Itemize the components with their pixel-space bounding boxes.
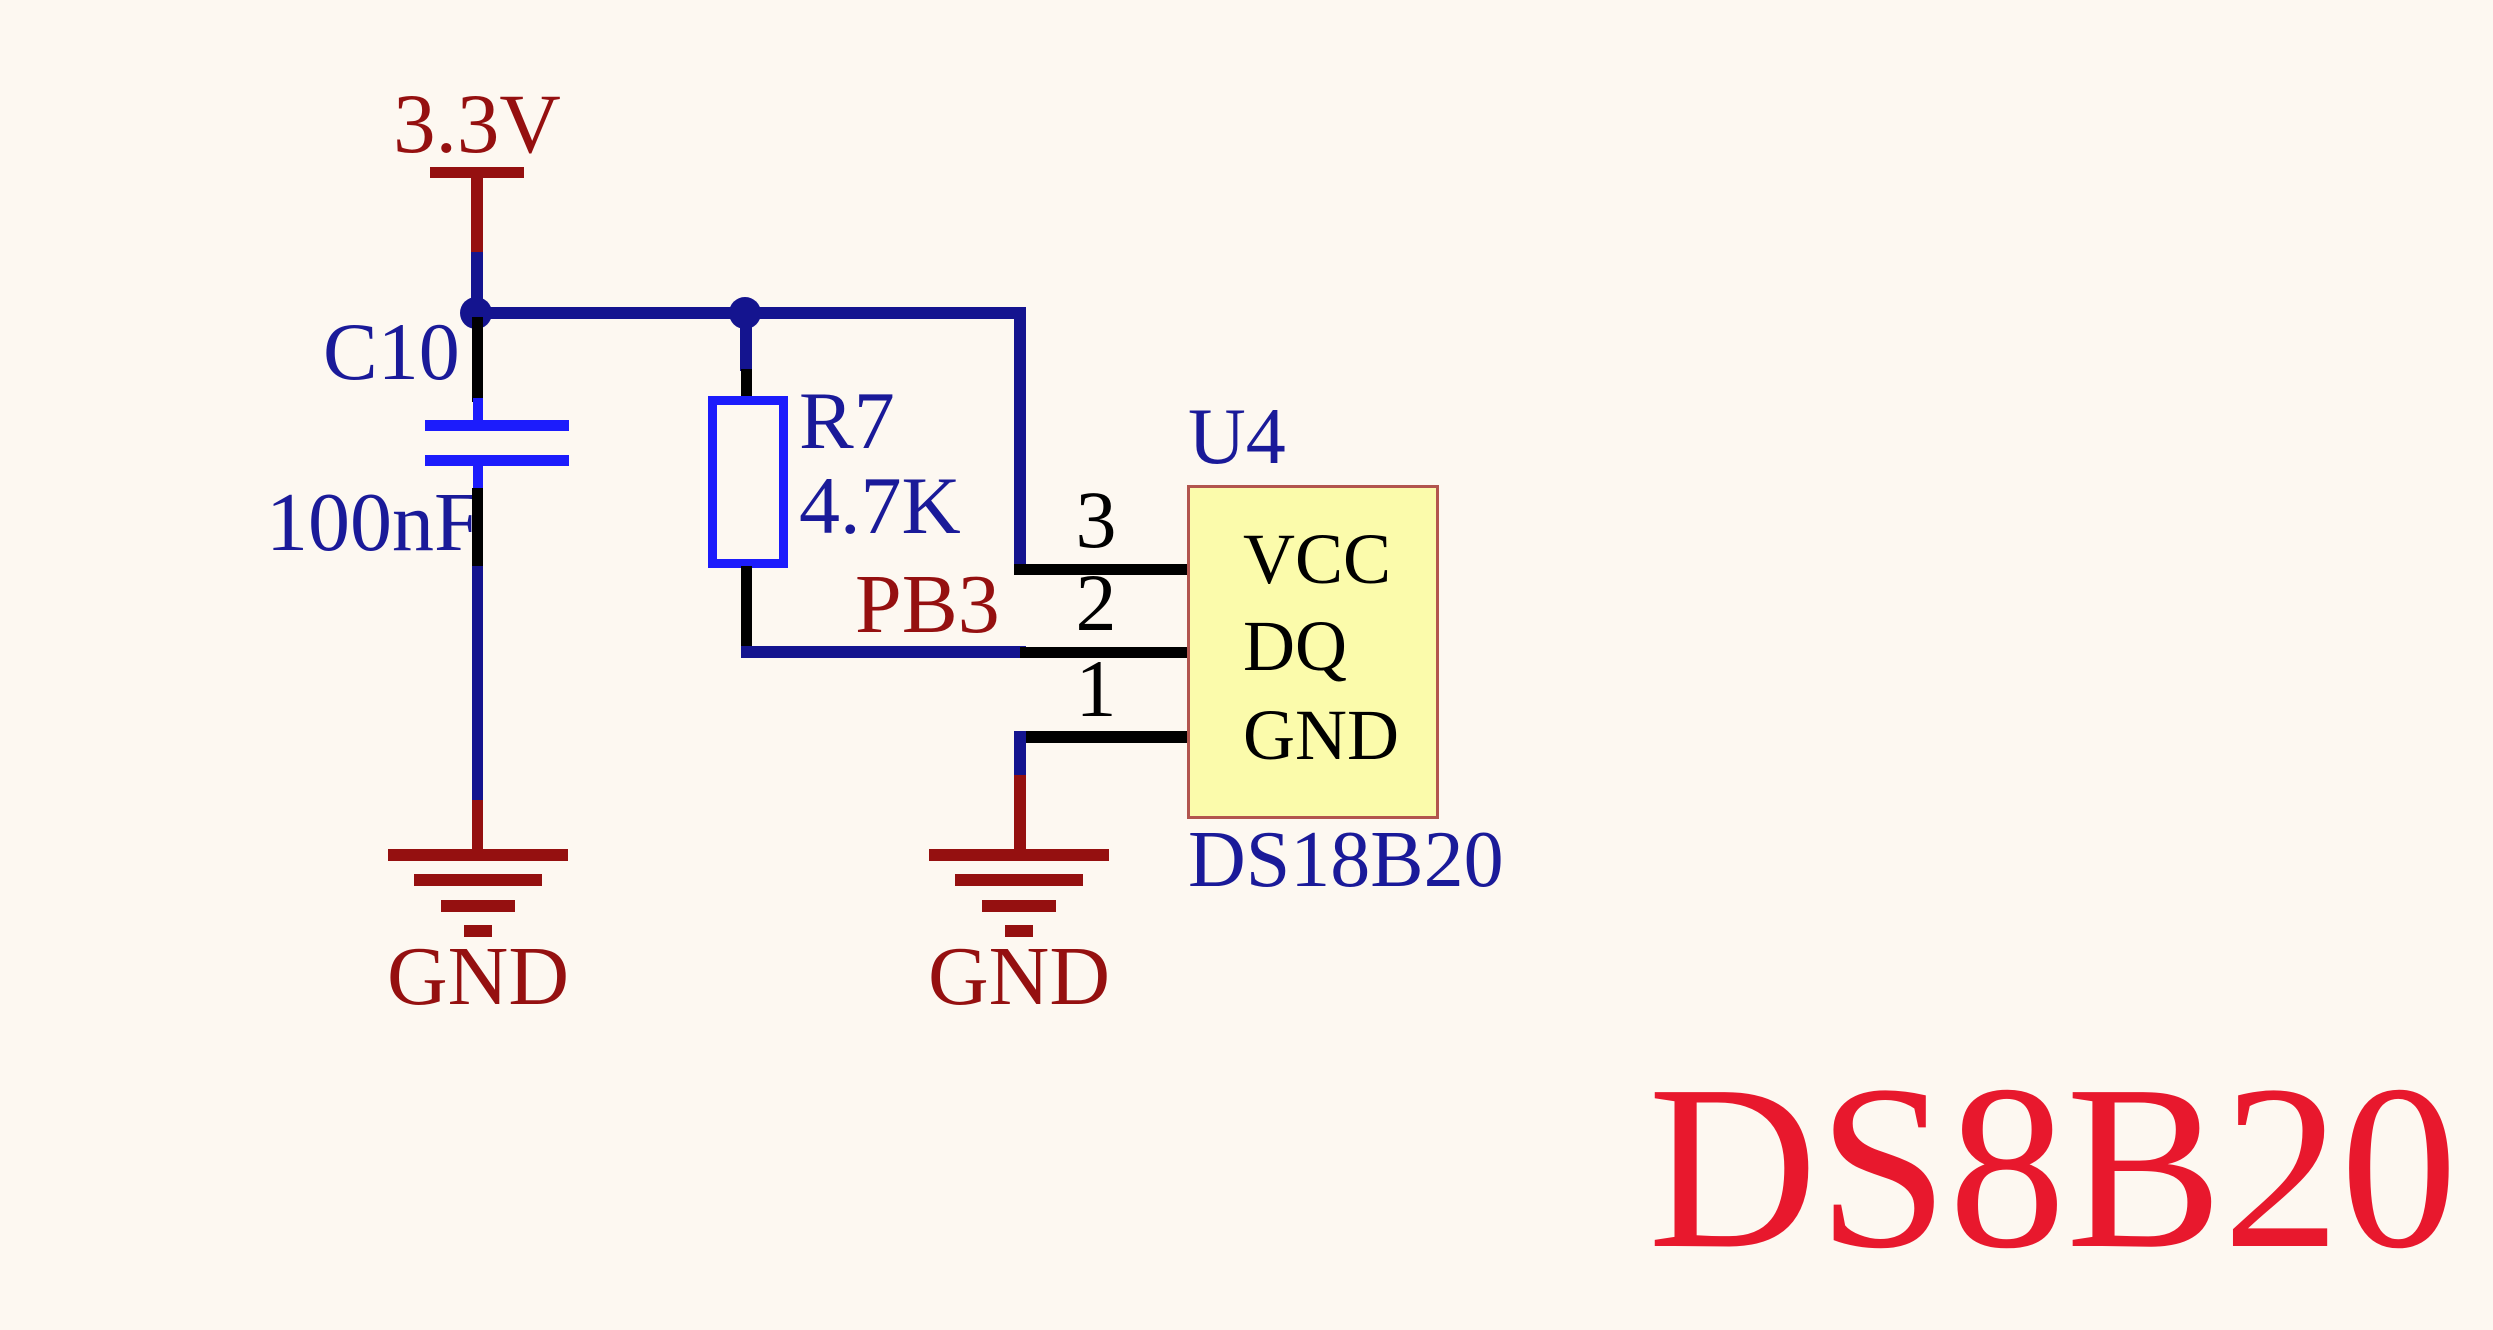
resistor-bottom-wire — [741, 566, 752, 658]
pin3-number: 3 — [1075, 474, 1117, 565]
pin1-wire — [1014, 731, 1188, 743]
pin2-number: 2 — [1075, 557, 1117, 648]
power-stem-wire-navy — [471, 252, 483, 310]
pin1-number: 1 — [1075, 643, 1117, 734]
dq-wire-navy — [741, 646, 1026, 658]
ground-right-bar4 — [1005, 925, 1033, 937]
capacitor-bottom-wire-black — [472, 488, 483, 568]
pin2-name: DQ — [1243, 606, 1347, 686]
capacitor-top-lead — [473, 398, 483, 424]
sheet-title: DS8B20 — [1648, 1037, 2458, 1297]
ground-left-bar2 — [414, 874, 542, 886]
dq-net-label: PB3 — [855, 558, 1000, 651]
power-bar-symbol — [430, 167, 524, 178]
resistor-ref-label: R7 — [799, 375, 895, 466]
pin1-stub-navy — [1014, 731, 1026, 777]
pin3-wire — [1014, 564, 1188, 575]
ground-left-bar4 — [464, 925, 492, 937]
capacitor-top-wire — [472, 317, 483, 402]
ground-right-bar2 — [955, 874, 1083, 886]
pin1-ground-wire — [1014, 775, 1026, 855]
power-net-label: 3.3V — [393, 77, 561, 171]
capacitor-value-label: 100nF — [266, 476, 481, 569]
resistor-top-wire-navy — [740, 313, 752, 371]
vcc-net-vertical-wire — [1014, 307, 1026, 573]
ground-left-label: GND — [387, 930, 569, 1023]
ic-part-label: DS18B20 — [1188, 816, 1504, 904]
ground-left-bar1 — [388, 849, 568, 861]
capacitor-ref-label: C10 — [323, 306, 460, 397]
ground-right-bar3 — [982, 900, 1056, 912]
capacitor-plate-bottom — [425, 455, 569, 466]
resistor-top-wire-black — [741, 369, 752, 399]
power-stem-wire — [471, 175, 483, 255]
ic-ref-label: U4 — [1188, 393, 1286, 481]
capacitor-plate-top — [425, 420, 569, 431]
capacitor-bottom-lead — [473, 464, 483, 490]
ground-left-bar3 — [441, 900, 515, 912]
pin1-name: GND — [1243, 695, 1399, 775]
capacitor-ground-wire — [472, 800, 483, 855]
ground-right-label: GND — [928, 930, 1110, 1023]
resistor-value-label: 4.7K — [799, 460, 961, 551]
capacitor-bottom-wire-navy — [472, 566, 483, 802]
resistor-body — [708, 396, 788, 568]
ic-body — [1187, 485, 1439, 819]
pin2-wire — [1020, 647, 1188, 658]
ground-right-bar1 — [929, 849, 1109, 861]
pin3-name: VCC — [1243, 519, 1392, 599]
